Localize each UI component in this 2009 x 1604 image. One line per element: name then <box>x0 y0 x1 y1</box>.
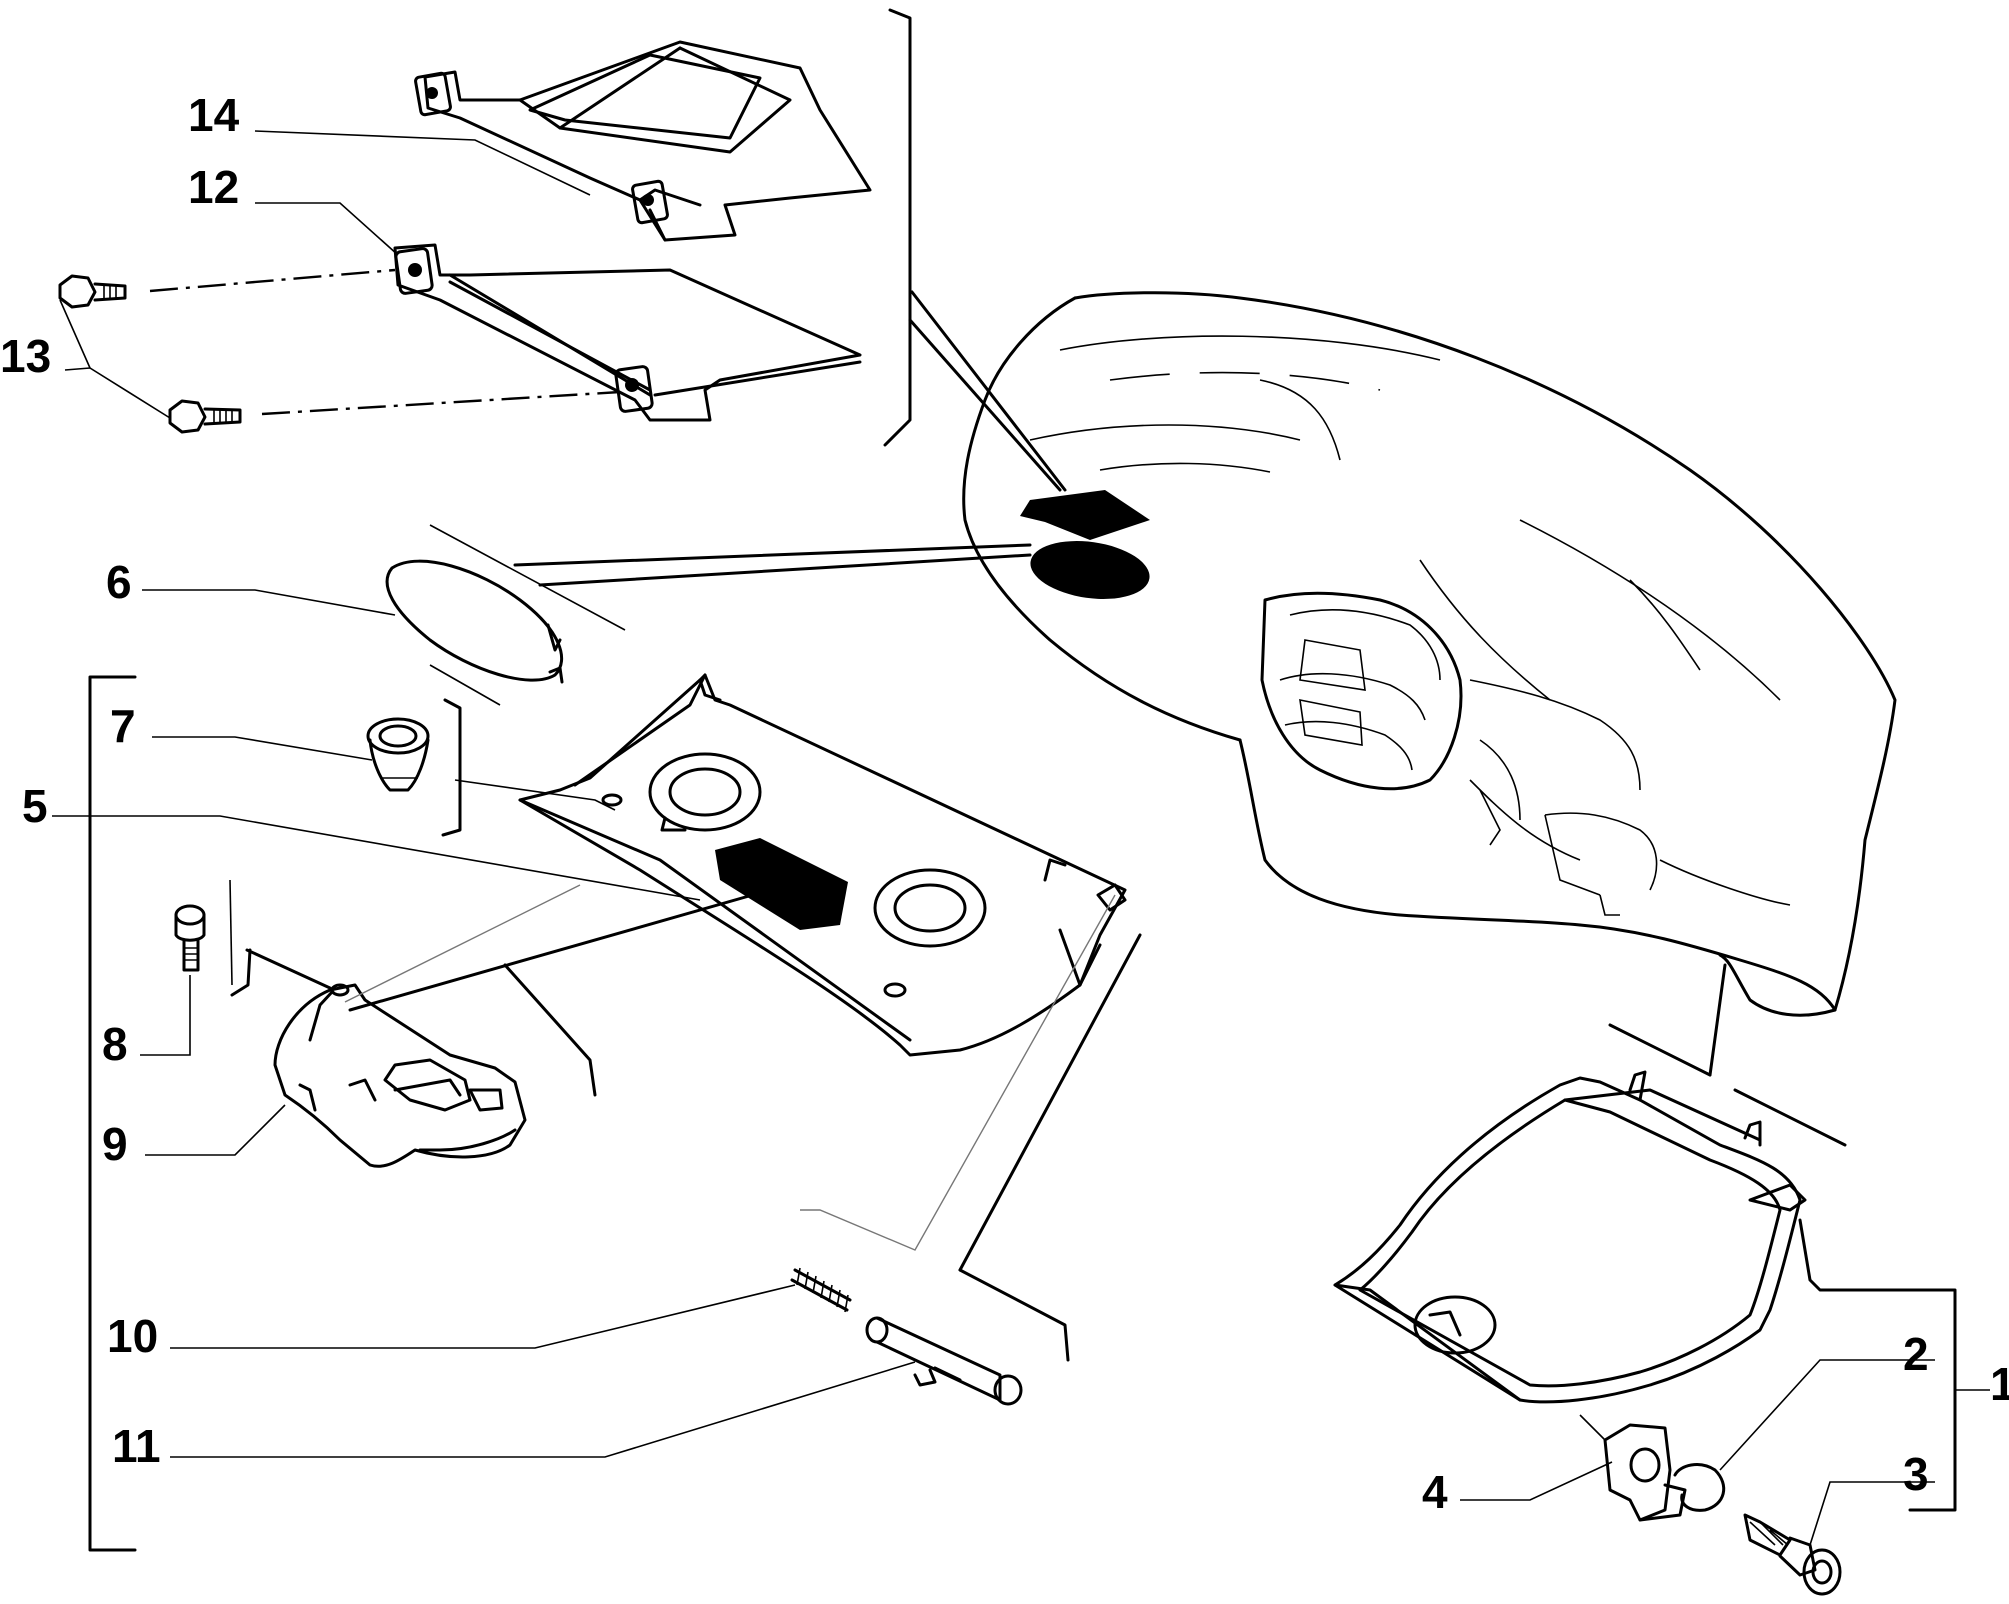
spring-icon <box>790 1267 852 1313</box>
label-9: 9 <box>102 1118 128 1170</box>
label-3: 3 <box>1903 1448 1929 1500</box>
rubber-bump-stop-icon <box>366 698 462 837</box>
support-bracket-icon <box>393 243 862 422</box>
leader-2 <box>1719 1359 1935 1471</box>
leader-5 <box>52 815 701 901</box>
label-12: 12 <box>188 161 239 213</box>
part-labels: 14 12 13 6 7 5 8 9 10 11 2 3 4 1 <box>0 89 2009 1518</box>
label-10: 10 <box>107 1310 158 1362</box>
leader-3 <box>1809 1481 1935 1546</box>
lock-handle-icon <box>229 879 772 1168</box>
leader-13 <box>59 299 171 419</box>
label-14: 14 <box>188 89 240 141</box>
label-4: 4 <box>1422 1466 1448 1518</box>
storage-compartment-icon <box>414 8 912 447</box>
glove-box-panel-icon <box>518 673 1127 1057</box>
leader-10 <box>170 1284 796 1349</box>
leader-11 <box>170 1361 916 1458</box>
label-7: 7 <box>110 700 136 752</box>
label-11: 11 <box>112 1420 161 1472</box>
leader-8 <box>140 975 191 1056</box>
label-6: 6 <box>106 556 132 608</box>
label-13: 13 <box>0 330 51 382</box>
oval-cover-icon <box>385 524 626 706</box>
leader-4 <box>1460 1461 1613 1501</box>
glove-box-lid-assembly-icon <box>1333 1070 1957 1512</box>
leader-lines <box>52 130 1990 1546</box>
dashboard-outline <box>513 290 1897 1147</box>
leader-9 <box>145 1104 286 1156</box>
hinge-pin-icon <box>800 894 1142 1406</box>
bolt-icon <box>174 904 206 972</box>
label-2: 2 <box>1903 1328 1929 1380</box>
label-5: 5 <box>22 780 48 832</box>
leader-6 <box>142 589 396 616</box>
label-1: 1 <box>1990 1358 2009 1410</box>
label-8: 8 <box>102 1018 128 1070</box>
leader-7b <box>454 779 616 811</box>
leader-7 <box>152 736 373 761</box>
hinge-screw-icon <box>1743 1513 1842 1596</box>
leader-14 <box>254 130 591 196</box>
hinge-bracket-icon <box>1579 1414 1687 1522</box>
screw-icon <box>58 268 621 434</box>
leader-12 <box>255 202 399 256</box>
retaining-clip-icon <box>1673 1463 1726 1512</box>
group-bracket-left <box>88 675 137 1552</box>
